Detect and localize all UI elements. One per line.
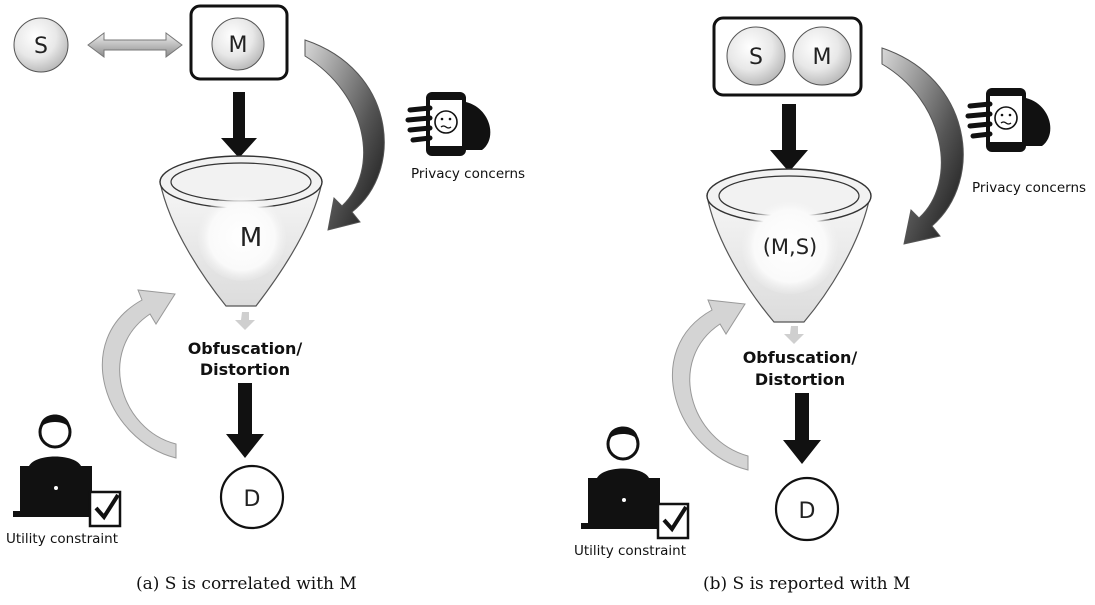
utility-constraint-label: Utility constraint: [574, 543, 686, 559]
svg-text:D: D: [244, 487, 261, 512]
funnel: (M,S): [706, 168, 872, 323]
panel-b: S M Privacy concerns (M,S): [574, 16, 1086, 594]
node-s: S: [13, 17, 69, 73]
node-m-box: M: [189, 4, 289, 81]
checkbox-icon: [88, 490, 122, 528]
funnel: M: [159, 155, 323, 307]
svg-text:M: M: [229, 33, 248, 58]
down-arrow-to-d: [226, 383, 264, 458]
down-arrow-to-funnel: [770, 104, 808, 172]
small-gray-arrow: [784, 326, 804, 344]
obfuscation-label-line2: Distortion: [755, 370, 845, 389]
panel-a: S M Privacy concern: [6, 4, 525, 594]
utility-constraint-label: Utility constraint: [6, 531, 118, 547]
caption-a: (a) S is correlated with M: [136, 574, 357, 594]
caption-b: (b) S is reported with M: [703, 574, 910, 594]
node-d: D: [219, 464, 285, 530]
obfuscation-label-line1: Obfuscation/: [743, 348, 858, 367]
person-at-laptop-icon: [13, 414, 99, 517]
small-gray-arrow: [235, 312, 255, 330]
bidirectional-arrow: [87, 32, 183, 58]
utility-curved-arrow: [102, 289, 177, 459]
privacy-curved-arrow: [881, 47, 964, 245]
privacy-concerns-label: Privacy concerns: [972, 180, 1086, 196]
obfuscation-label-line1: Obfuscation/: [188, 339, 303, 358]
phone-in-hand-icon: [405, 92, 491, 156]
obfuscation-label-line2: Distortion: [200, 360, 290, 379]
svg-text:D: D: [799, 499, 816, 524]
down-arrow-to-funnel: [221, 92, 257, 158]
svg-text:M: M: [813, 45, 832, 70]
svg-text:S: S: [749, 45, 763, 70]
phone-in-hand-icon: [965, 88, 1051, 152]
svg-text:(M,S): (M,S): [763, 235, 818, 259]
person-at-laptop-icon: [581, 426, 667, 529]
node-d: D: [774, 476, 840, 542]
privacy-concerns-label: Privacy concerns: [411, 166, 525, 182]
utility-curved-arrow: [672, 299, 749, 471]
node-sm-box: S M: [712, 16, 863, 97]
svg-text:M: M: [240, 223, 262, 253]
privacy-curved-arrow: [304, 39, 385, 231]
down-arrow-to-d: [783, 393, 821, 464]
svg-text:S: S: [34, 34, 48, 59]
checkbox-icon: [656, 502, 690, 540]
